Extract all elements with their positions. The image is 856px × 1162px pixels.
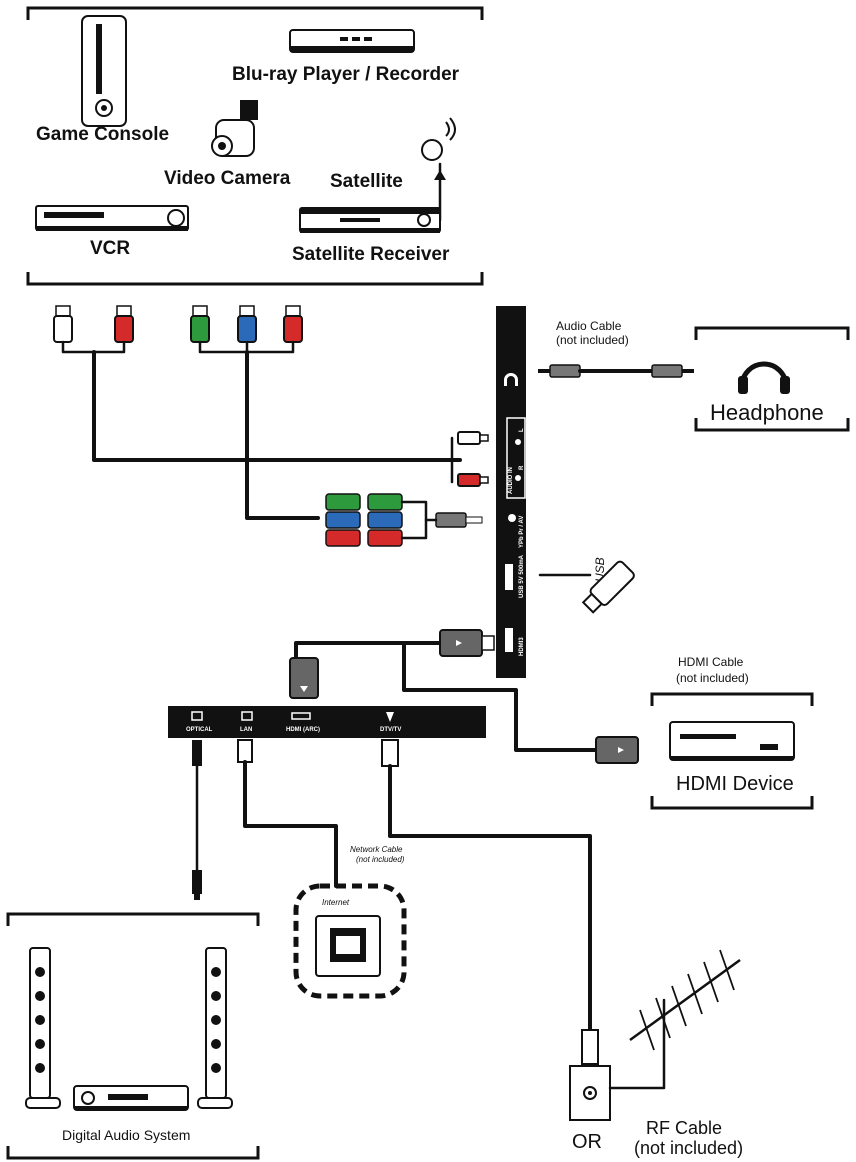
hdmi-device-label: HDMI Device [676, 773, 794, 795]
left-speaker-icon [25, 947, 61, 1109]
antenna-icon [608, 949, 741, 1090]
audio-in-port-label: AUDIO IN [508, 467, 514, 494]
bluray-player-icon [289, 29, 415, 53]
hdmi3-port-label: HDMI3 [519, 637, 525, 656]
internet-label: Internet [322, 898, 350, 907]
bottom-bracket [26, 272, 484, 286]
game-console-label: Game Console [36, 124, 169, 145]
hdmi-plug-device [595, 736, 639, 764]
internet-group: Internet [293, 883, 407, 999]
audio-cable-label: Audio Cable [556, 319, 622, 333]
hdmi-cable-to-device [402, 641, 598, 752]
rca-plug-green [190, 305, 210, 343]
component-cable [245, 350, 320, 520]
rca-plug-red [114, 305, 134, 343]
headphone-label: Headphone [710, 400, 824, 425]
rca-plugs-row [53, 305, 303, 354]
audio-cable-note: (not included) [556, 333, 629, 347]
optical-cable [192, 740, 202, 900]
source-devices-group: Game Console Blu-ray Player / Recorder V… [26, 6, 484, 286]
satellite-label: Satellite [330, 171, 403, 192]
bluray-label: Blu-ray Player / Recorder [232, 64, 460, 85]
headphone-group: Headphone [694, 326, 850, 432]
or-label: OR [572, 1131, 602, 1153]
rca-plug-white [53, 305, 73, 343]
video-camera-icon [211, 100, 258, 157]
hdmi-device-icon [669, 721, 795, 761]
l-port-label: L [519, 428, 525, 432]
optical-port-label: OPTICAL [186, 727, 213, 733]
lan-cable [237, 739, 338, 888]
audio-receiver-icon [73, 1085, 189, 1111]
r-port-label: R [519, 465, 525, 470]
rf-cable-note: (not included) [634, 1138, 743, 1158]
headphone-port-icon [504, 373, 518, 386]
hdmi-device-group: HDMI Device [650, 692, 814, 810]
video-camera-label: Video Camera [164, 168, 291, 189]
hdmi-plug-arc [289, 657, 319, 699]
right-speaker-icon [197, 947, 233, 1109]
usb-stick-icon [581, 560, 635, 614]
hdmi-cable-note: (not included) [676, 671, 749, 685]
hdmi-plug-side [439, 629, 495, 657]
network-cable-note: (not included) [356, 855, 405, 864]
ypbpr-port-label: YPb Pr / AV [519, 516, 525, 548]
hdmi-cable-label: HDMI Cable [678, 655, 744, 669]
audio-cable-icon [538, 364, 694, 378]
component-adapter [325, 493, 483, 547]
rf-wall-socket [569, 1065, 611, 1121]
headphone-icon [738, 361, 790, 394]
satellite-receiver-icon [299, 207, 441, 233]
game-console-icon [81, 15, 127, 127]
rf-cable [381, 739, 599, 1065]
tv-bottom-panel: OPTICAL LAN HDMI (ARC) DTV/TV [168, 706, 486, 738]
satellite-dish-icon [421, 117, 456, 222]
audio-rca-cable [92, 350, 462, 462]
tv-side-panel: AUDIO IN L R YPb Pr / AV USB 5V 500mA HD… [496, 306, 526, 678]
digital-audio-label: Digital Audio System [62, 1127, 190, 1143]
rca-plug-red-2 [283, 305, 303, 343]
rca-plug-blue [237, 305, 257, 343]
satellite-receiver-label: Satellite Receiver [292, 244, 450, 265]
rf-cable-label: RF Cable [646, 1118, 722, 1138]
digital-audio-group: Digital Audio System [6, 912, 260, 1160]
vcr-label: VCR [90, 238, 130, 259]
audio-in-connectors [450, 431, 489, 487]
hdmi-arc-port-label: HDMI (ARC) [286, 727, 320, 733]
lan-port-label: LAN [240, 727, 252, 733]
ethernet-socket-icon [315, 915, 381, 977]
dtv-port-label: DTV/TV [380, 727, 401, 733]
usb-port-label: USB 5V 500mA [519, 554, 525, 598]
network-cable-label: Network Cable [350, 845, 403, 854]
vcr-icon [35, 205, 189, 231]
top-bracket [26, 6, 484, 20]
